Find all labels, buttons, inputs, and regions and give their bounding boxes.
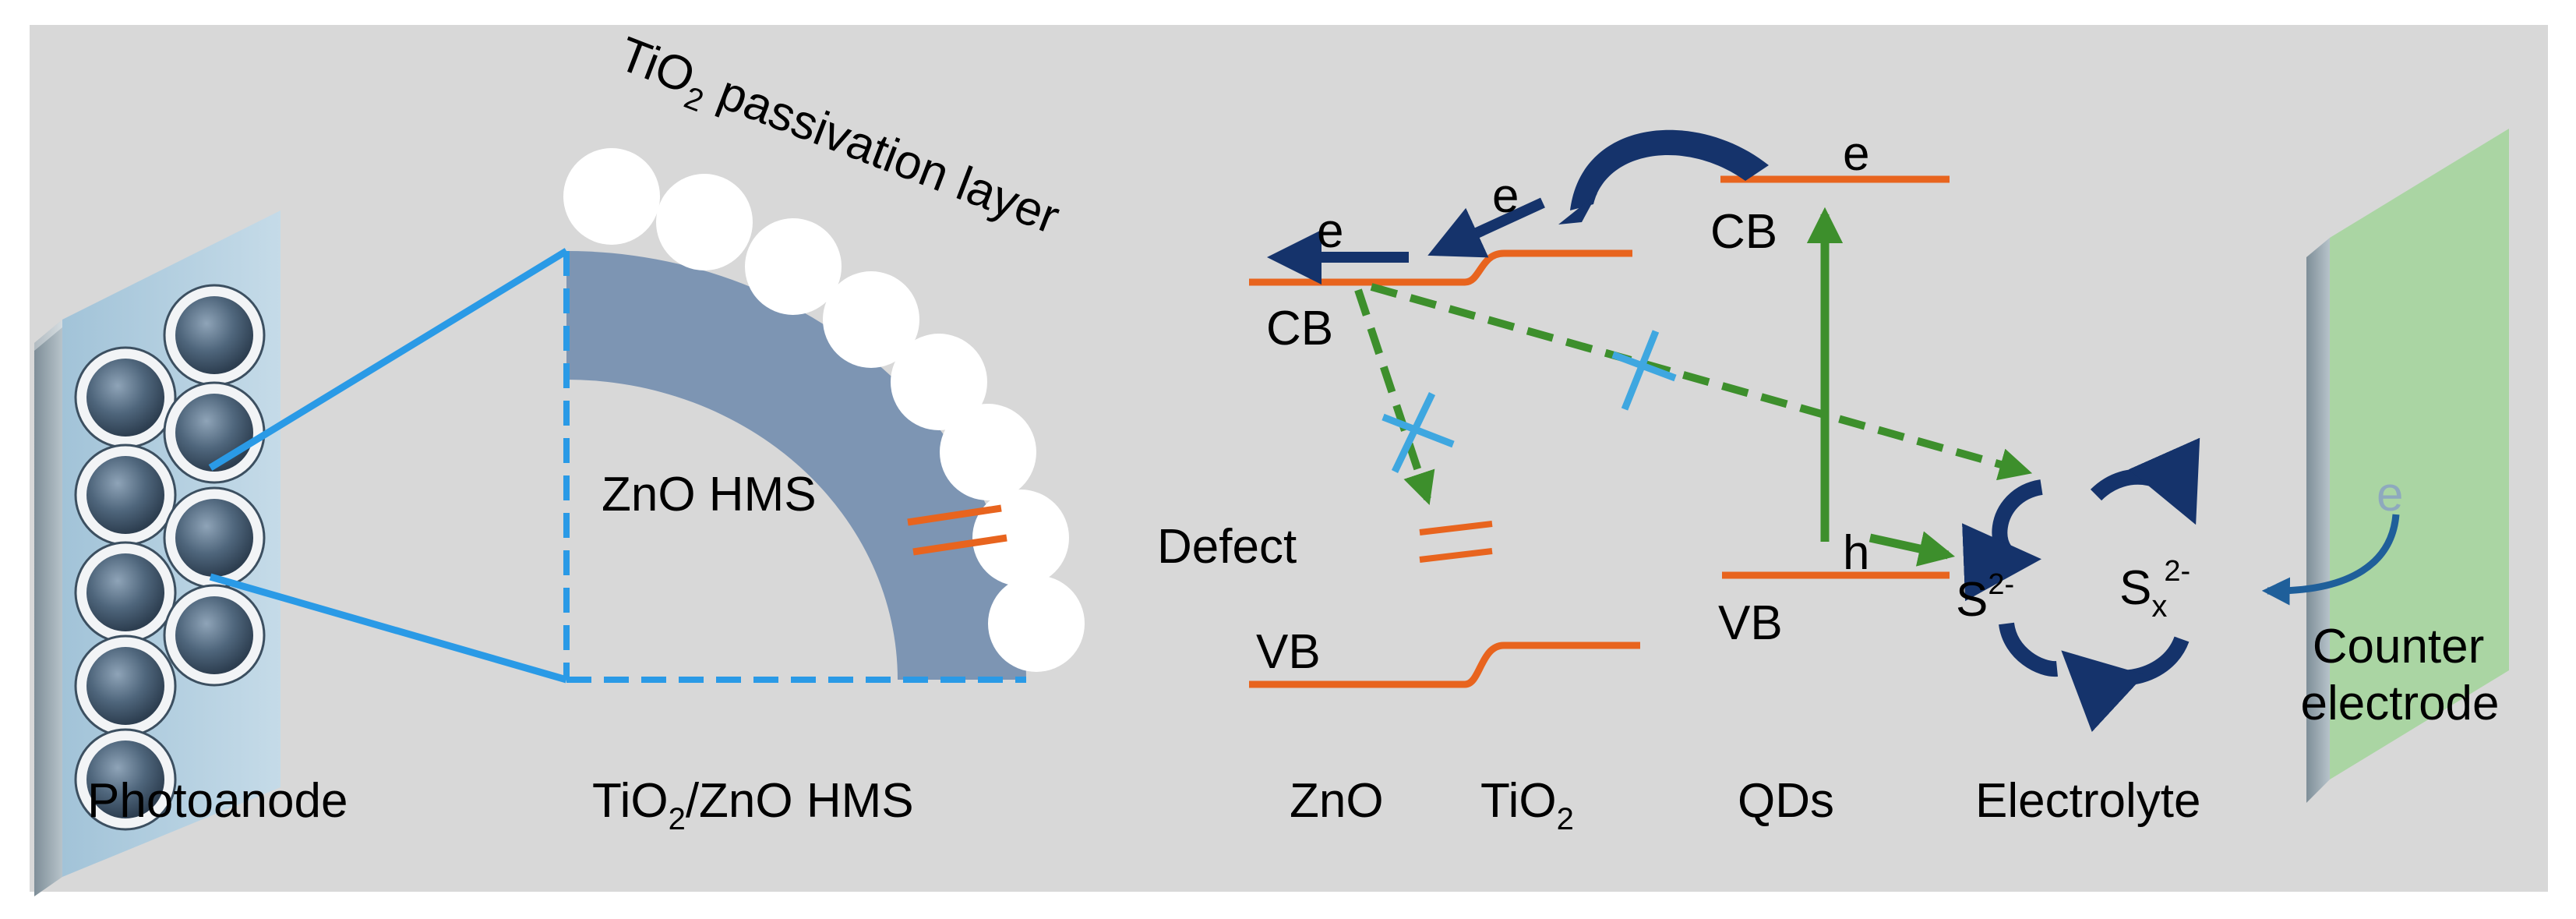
electrolyte-recombination-arrow <box>1370 283 2033 481</box>
tio2-particle <box>972 490 1069 586</box>
redox-arrow-right-top <box>2090 437 2200 525</box>
photoanode-particle-core <box>86 553 164 631</box>
zoom-line-bottom <box>209 573 568 684</box>
defect-level-2 <box>1419 548 1493 563</box>
electron-label-qd: e <box>1843 127 1869 181</box>
hole-label: h <box>1843 526 1869 580</box>
zno-vb-label: VB <box>1256 625 1321 679</box>
electron-curved-arrow-qd-to-tio2 <box>1570 129 1769 210</box>
tio2-particle <box>891 334 987 430</box>
photoanode-particle-core <box>86 456 164 534</box>
counter-electrode-label-line1: Counter <box>2313 620 2485 673</box>
zno-tio2-cb-band <box>1249 249 1632 286</box>
hms-caption: TiO2/ZnO HMS <box>592 774 914 836</box>
photoanode-particle-core <box>175 596 253 674</box>
defect-label: Defect <box>1157 520 1297 574</box>
electron-arrow-tio2-to-zno <box>1427 197 1545 258</box>
photoanode-particle-core <box>86 359 164 437</box>
zno-shell <box>566 251 1026 680</box>
electrolyte-column-label: Electrolyte <box>1975 774 2200 828</box>
qd-vb-label: VB <box>1718 596 1783 650</box>
sulfide-label: S2- <box>1956 568 2014 627</box>
photoanode-particle-core <box>175 394 253 472</box>
photoanode-label: Photoanode <box>87 774 348 828</box>
redox-arrow-right-bottom <box>2061 635 2190 733</box>
tio2-passivation-particles <box>563 148 1085 672</box>
zno-tio2-vb-band <box>1249 642 1640 688</box>
background-panel <box>30 25 2548 892</box>
tio2-particle <box>988 575 1085 672</box>
photoanode-particle-core <box>175 499 253 577</box>
counter-electrode-plate <box>2306 129 2509 803</box>
counter-electrode-label-line2: electrode <box>2300 677 2499 730</box>
blocked-mark-electrolyte <box>1611 330 1677 411</box>
defect-level-1 <box>1419 521 1493 535</box>
photoanode-particle-core <box>86 741 164 818</box>
trap-recombination-arrow <box>1354 288 1435 505</box>
electron-label-zno: e <box>1317 204 1343 258</box>
tio2-particle <box>823 271 919 368</box>
shell-defect-mark-2 <box>912 534 1007 556</box>
zoom-line-top <box>208 248 569 471</box>
zno-hms-label: ZnO HMS <box>602 468 817 521</box>
zno-column-label: ZnO <box>1290 774 1384 828</box>
redox-arrow-left-bottom <box>1999 622 2058 677</box>
tio2-particle <box>940 404 1036 500</box>
hole-transfer-arrow <box>1868 531 1956 567</box>
tio2-particle <box>656 174 753 270</box>
tio2-particle <box>563 148 660 245</box>
blocked-mark-trap <box>1382 392 1455 473</box>
counter-electron-arrow <box>2261 514 2400 606</box>
tio2-particle <box>745 218 842 315</box>
electron-label-tio2: e <box>1492 169 1519 223</box>
redox-arrow-left-top <box>1962 479 2044 602</box>
qd-cb-label: CB <box>1710 205 1777 259</box>
photoanode-particle-core <box>86 647 164 725</box>
tio2-column-label: TiO2 <box>1480 774 1574 836</box>
polysulfide-label: Sx2- <box>2119 555 2190 624</box>
photoanode-particle-core <box>175 296 253 374</box>
zno-cb-label: CB <box>1266 302 1333 355</box>
shell-defect-mark-1 <box>907 504 1002 526</box>
qds-column-label: QDs <box>1738 774 1834 828</box>
counter-electron-label: e <box>2377 468 2403 521</box>
